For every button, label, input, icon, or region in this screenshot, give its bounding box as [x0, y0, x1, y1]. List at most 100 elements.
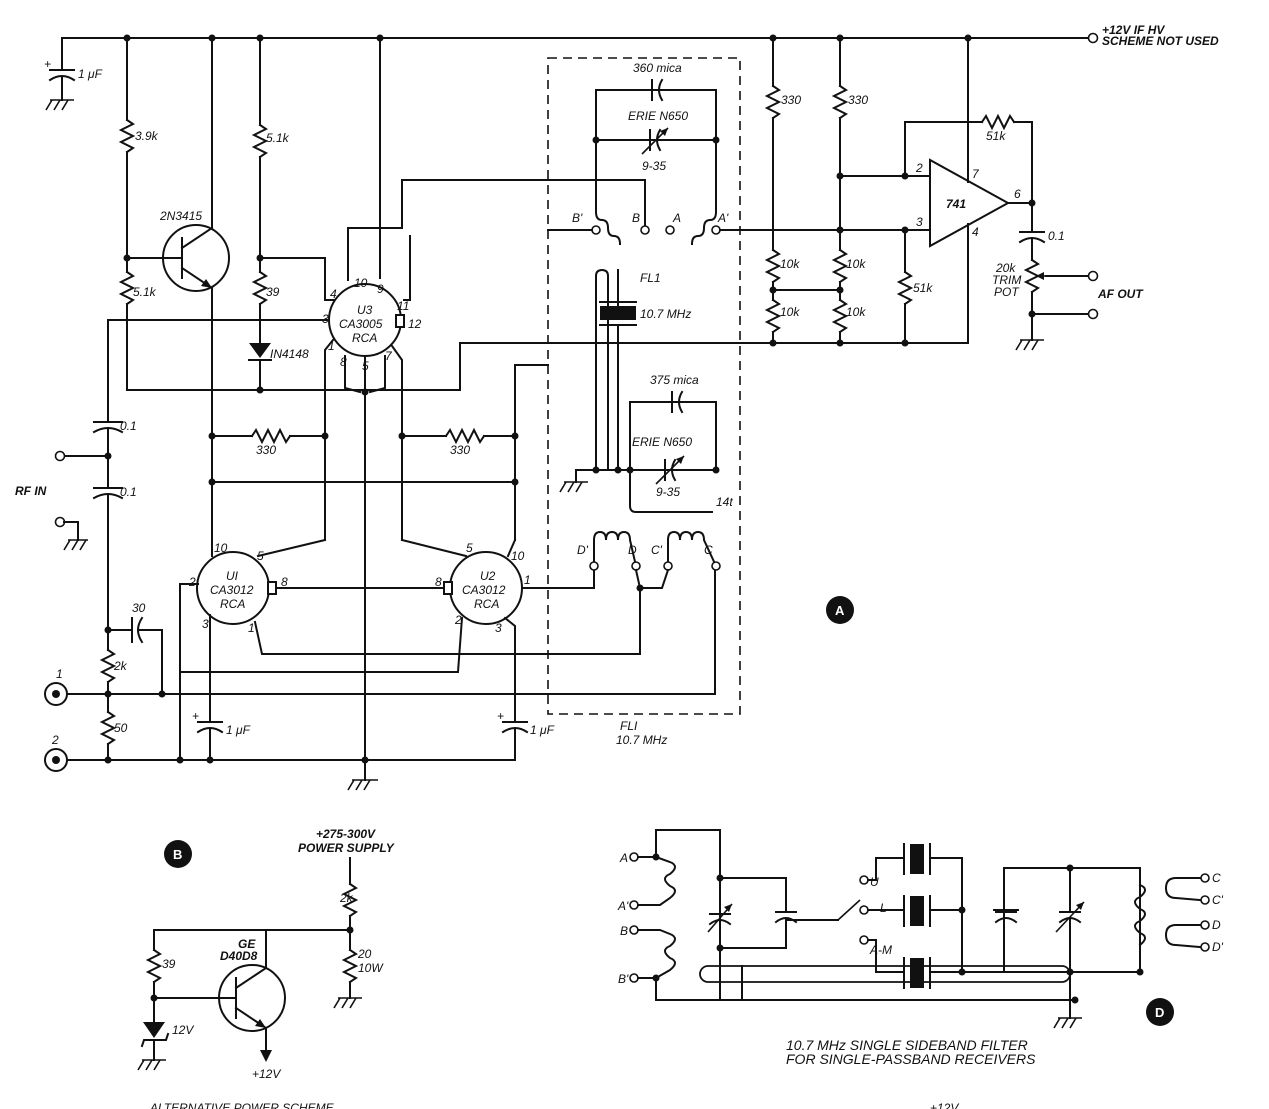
bottom-plus12: +12V: [930, 1101, 959, 1109]
c-30-label: 30: [132, 601, 146, 615]
r-10k-c: 10k: [846, 257, 866, 271]
tap-a-prime: A': [717, 211, 729, 225]
u3-pin5: 5: [362, 359, 369, 373]
opamp-label: 741: [946, 197, 966, 211]
u2-pin8: 8: [435, 575, 442, 589]
r-330-right: [398, 427, 519, 445]
r-39-label: 39: [266, 285, 280, 299]
supply-label-note: SCHEME NOT USED: [1102, 34, 1219, 48]
d-caption1: 10.7 MHz SINGLE SIDEBAND FILTER: [786, 1037, 1028, 1053]
u2-name: U2: [480, 569, 496, 583]
u1-pin3: 3: [202, 617, 209, 631]
c-01-out: 0.1: [1048, 229, 1065, 243]
r-5k1-39-diode: [248, 37, 272, 391]
af-out-label: AF OUT: [1097, 287, 1144, 301]
b-caption: ALTERNATIVE POWER SCHEME: [149, 1101, 335, 1109]
supply-label: +12V IF HV: [1102, 23, 1165, 37]
fl1-outer-label: FLI: [620, 719, 638, 733]
hv-supply-label2: POWER SUPPLY: [298, 841, 395, 855]
svg-text:A: A: [835, 603, 845, 618]
u3-pin10: 10: [354, 276, 368, 290]
u3-pin4: 4: [330, 287, 337, 301]
u3-ca3005: [107, 37, 646, 761]
r-330-left: [208, 427, 329, 445]
u1-mfr: RCA: [220, 597, 245, 611]
b-zener: 12V: [172, 1023, 194, 1037]
u3-pin11: 11: [397, 299, 409, 313]
u2-pin2: 2: [454, 613, 462, 627]
u2-ca3012: [179, 538, 595, 723]
c-360-label: 360 mica: [633, 61, 682, 75]
u1-pin10: 10: [214, 541, 228, 555]
d-am: A-M: [869, 943, 892, 957]
fl1-top-tank: [547, 78, 906, 246]
u3-pin7: 7: [385, 349, 393, 363]
rf-in-label: RF IN: [15, 484, 47, 498]
r-50-label: 50: [114, 721, 128, 735]
pot-value: 20k: [995, 261, 1016, 275]
op-pin6: 6: [1014, 187, 1021, 201]
tap-b-prime: B': [572, 211, 583, 225]
u1-part: CA3012: [210, 583, 254, 597]
r-330-top-a: 330: [781, 93, 801, 107]
rf-input: [54, 319, 124, 651]
u1-name: UI: [226, 569, 239, 583]
erie-top-label: ERIE N650: [628, 109, 688, 123]
pot-pot: POT: [994, 285, 1020, 299]
c-01-a-label: 0.1: [120, 419, 137, 433]
decoupling-capacitor: [45, 37, 76, 111]
r-2k-label: 2k: [113, 659, 128, 673]
d-d: D: [1212, 918, 1221, 932]
c-1uf-u1-label: 1 μF: [226, 723, 251, 737]
r-3k9: [118, 37, 136, 391]
fl1-freq-label: 10.7 MHz: [616, 733, 667, 747]
crystal-label: 10.7 MHz: [640, 307, 691, 321]
op-pin3: 3: [916, 215, 923, 229]
r-330-left-label: 330: [256, 443, 276, 457]
r-10k-b: 10k: [780, 305, 800, 319]
tap-a: A: [672, 211, 681, 225]
c-1uf-u2-label: 1 μF: [530, 723, 555, 737]
u2-mfr: RCA: [474, 597, 499, 611]
c-1uf-u1: [196, 721, 224, 761]
svg-text:+: +: [497, 709, 504, 723]
crystal-10m7: [595, 268, 637, 471]
tap-d-prime: D': [577, 543, 589, 557]
op-pin2: 2: [915, 161, 923, 175]
b-r-20: 20: [357, 947, 372, 961]
d-b-prime: B': [618, 972, 629, 986]
jack-2-label: 2: [51, 733, 59, 747]
d-l: L: [880, 901, 887, 915]
opamp-bias-network: [764, 37, 1033, 347]
r-5k1-label: 5.1k: [133, 285, 157, 299]
u3-pin8: 8: [340, 355, 347, 369]
u3-part: CA3005: [339, 317, 383, 331]
c-1uf-label: 1 μF: [78, 67, 103, 81]
b-r-20w: 10W: [358, 961, 384, 975]
d-d-prime: D': [1212, 940, 1224, 954]
u2-pin1: 1: [524, 573, 531, 587]
jack-1-label: 1: [56, 667, 63, 681]
r-5k1-b-label: 5.1k: [266, 131, 290, 145]
u2-pin5: 5: [466, 541, 473, 555]
q-2n3415-label: 2N3415: [159, 209, 202, 223]
u1-pin8: 8: [281, 575, 288, 589]
b-r-39: 39: [162, 957, 176, 971]
op-pin7: 7: [972, 167, 980, 181]
u3-pin3: 3: [322, 312, 329, 326]
tap-d: D: [628, 543, 637, 557]
svg-text:D: D: [1155, 1005, 1164, 1020]
tap-c-prime: C': [651, 543, 663, 557]
diode-label: IN4148: [270, 347, 309, 361]
r-51k-in: 51k: [913, 281, 933, 295]
r-51k-fb: 51k: [986, 129, 1006, 143]
d-caption2: FOR SINGLE-PASSBAND RECEIVERS: [786, 1051, 1036, 1067]
u2-part: CA3012: [462, 583, 506, 597]
trim-bot-label: 9-35: [656, 485, 680, 499]
d-a-prime: A': [617, 899, 629, 913]
hv-supply-label: +275-300V: [316, 827, 376, 841]
b-q-make: GE: [238, 937, 256, 951]
u3-pin9: 9: [377, 282, 384, 296]
svg-text:B: B: [173, 847, 182, 862]
